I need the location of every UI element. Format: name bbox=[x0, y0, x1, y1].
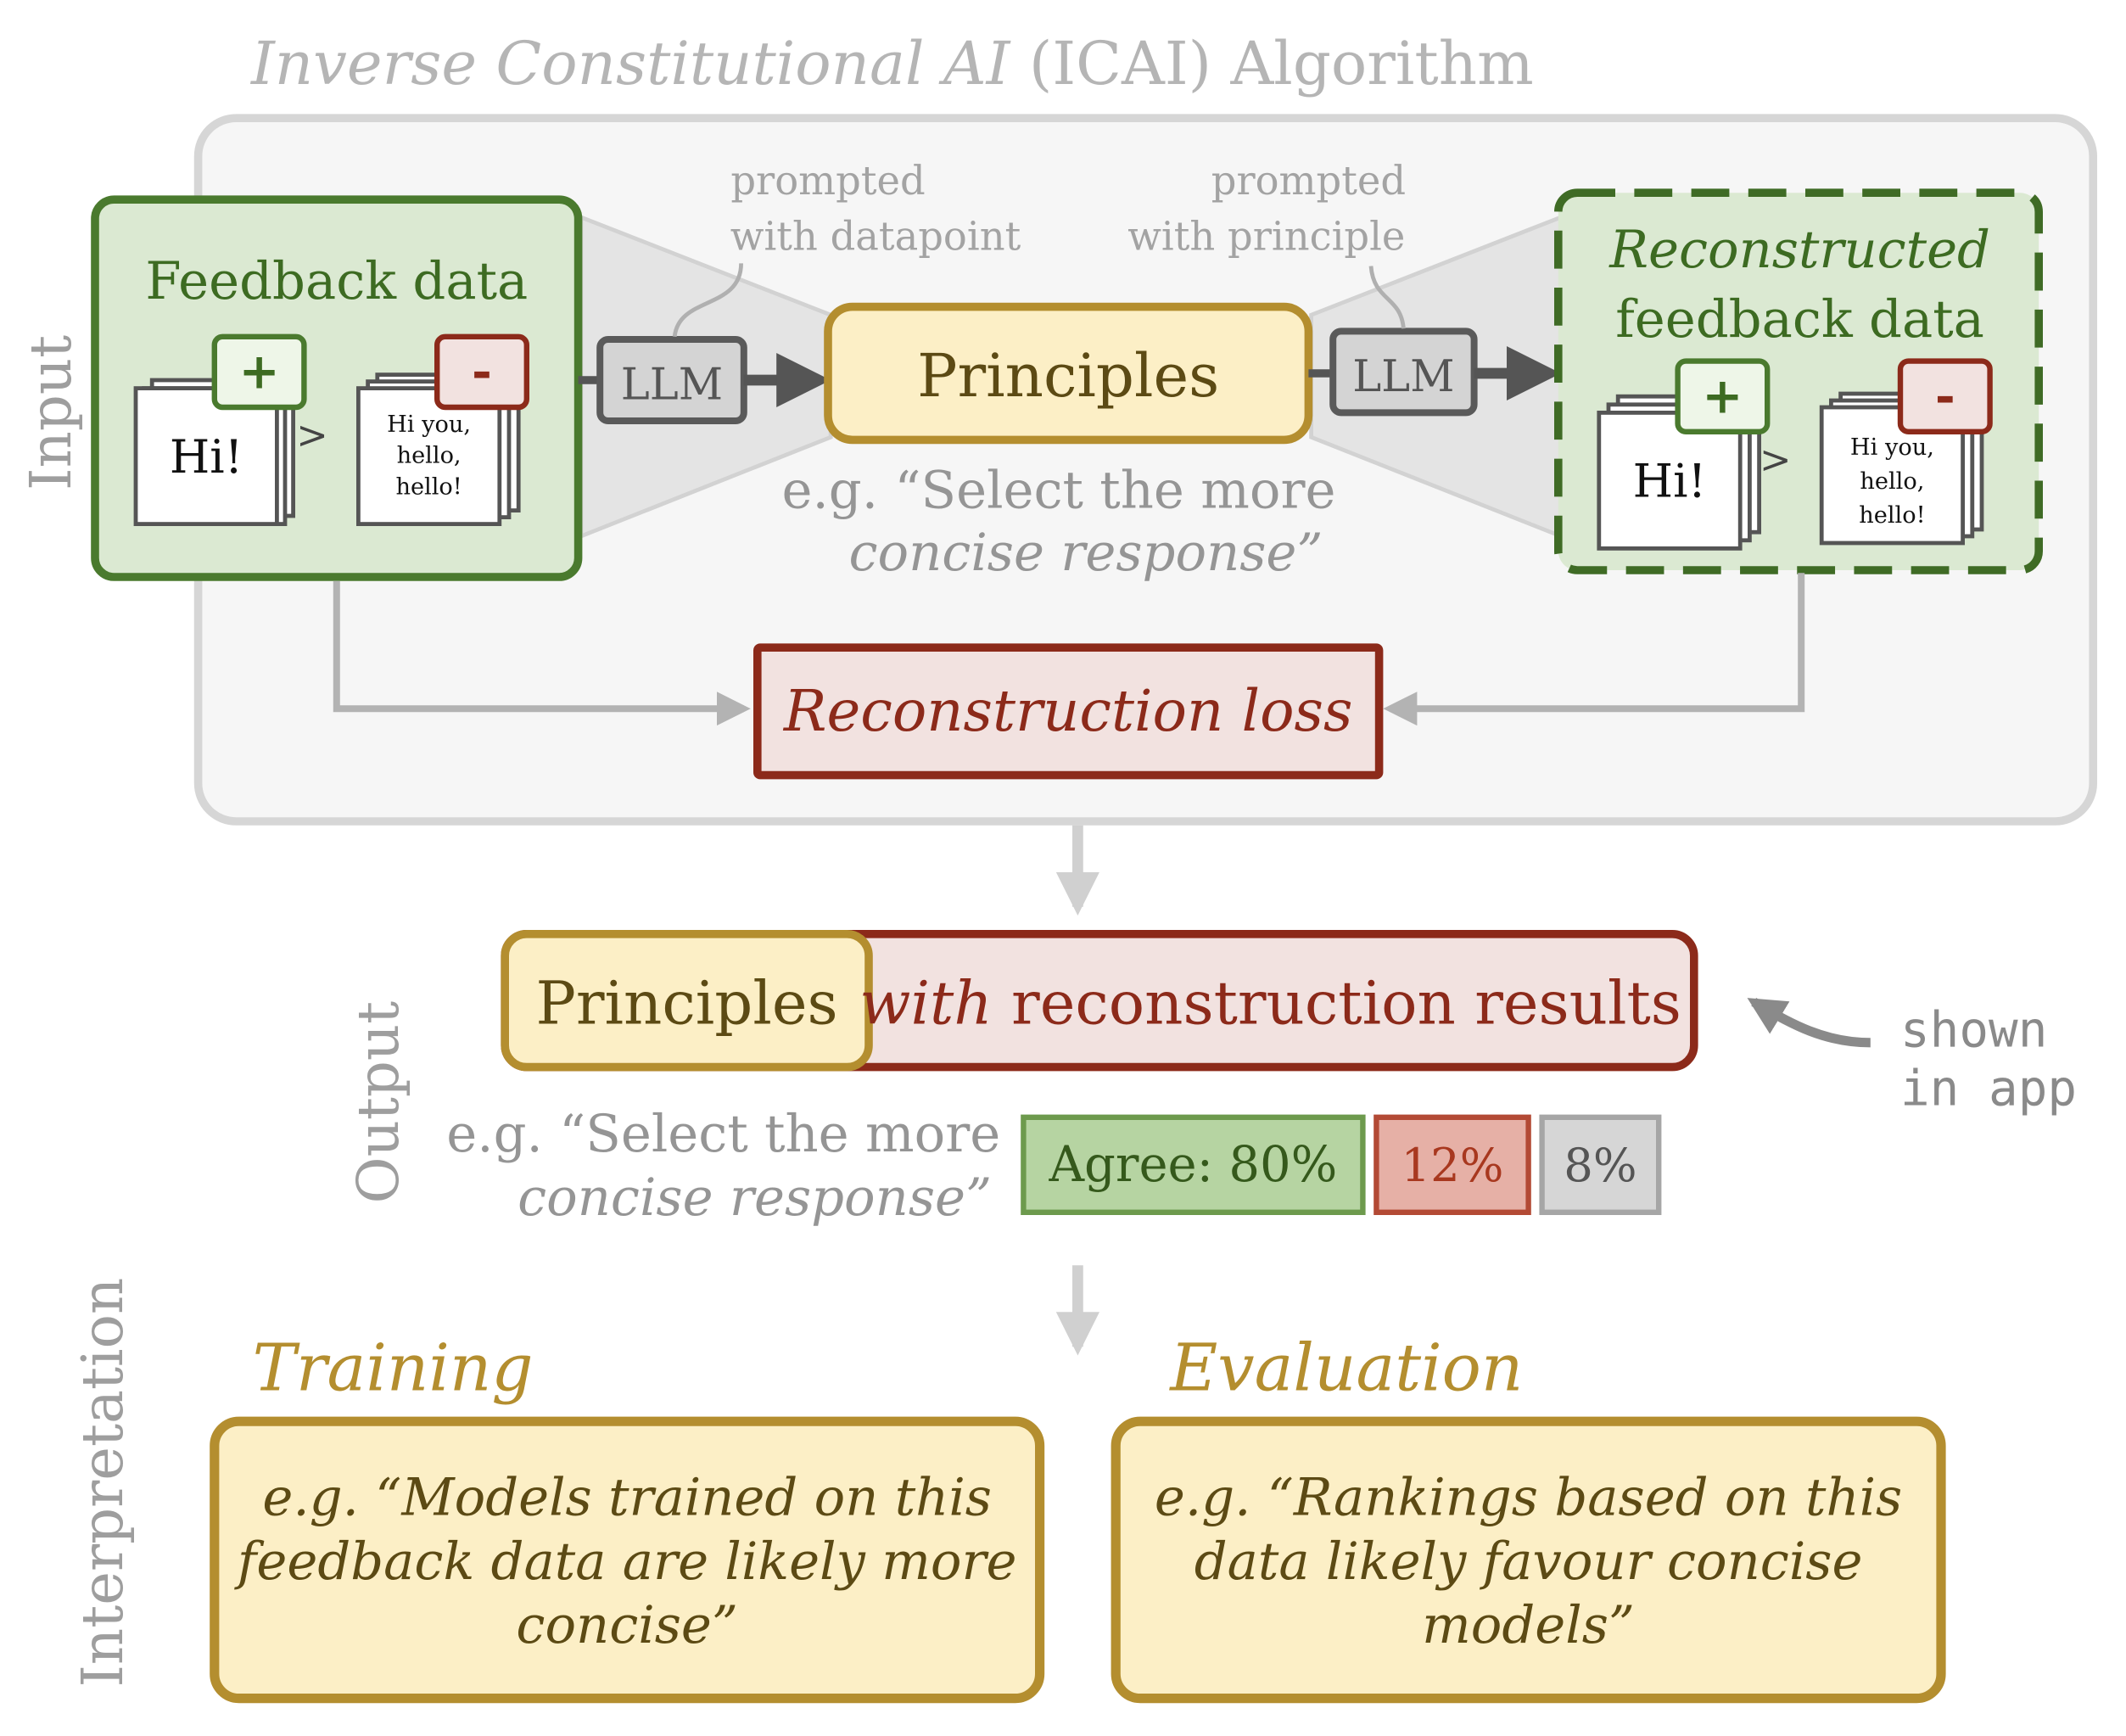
llm-label-2: LLM bbox=[1352, 351, 1454, 402]
reconstructed-plus-badge: + bbox=[1675, 358, 1771, 435]
output-example-line-1: e.g. “Select the more bbox=[446, 1105, 1000, 1164]
diagram-title: Inverse Constitutional AI (ICAI) Algorit… bbox=[249, 29, 1534, 98]
evaluation-line-3: models” bbox=[1422, 1596, 1635, 1655]
reconstructed-rejected-line-2: hello, bbox=[1860, 468, 1924, 495]
output-principles-label: Principles bbox=[536, 968, 838, 1038]
output-results-label: with reconstruction results bbox=[859, 968, 1681, 1038]
rejected-line-2: hello, bbox=[397, 443, 462, 469]
training-line-2: feedback data are likely more bbox=[234, 1532, 1017, 1592]
shown-in-app-arrow bbox=[1747, 998, 1871, 1048]
principles-example-line-2: concise response” bbox=[849, 524, 1323, 583]
plus-badge: + bbox=[211, 333, 307, 411]
evaluation-box: e.g. “Rankings based on this data likely… bbox=[1111, 1416, 1946, 1704]
reconstructed-chosen-card: Hi! bbox=[1597, 394, 1762, 551]
llm-label-1: LLM bbox=[621, 359, 723, 410]
evaluation-line-2: data likely favour concise bbox=[1194, 1532, 1863, 1592]
svg-text:-: - bbox=[1935, 367, 1955, 424]
evaluation-heading: Evaluation bbox=[1168, 1330, 1523, 1406]
training-line-1: e.g. “Models trained on this bbox=[262, 1469, 992, 1528]
training-line-3: concise” bbox=[516, 1596, 738, 1655]
reconstructed-rejected-line-1: Hi you, bbox=[1850, 434, 1934, 461]
reconstruction-loss-label: Reconstruction loss bbox=[782, 678, 1353, 744]
llm-box-2: LLM bbox=[1329, 328, 1478, 417]
prompt-curl-left bbox=[672, 263, 744, 338]
disagree-bar: 12% bbox=[1374, 1114, 1531, 1216]
shown-in-app-line-2: in app bbox=[1900, 1060, 2077, 1117]
training-box: e.g. “Models trained on this feedback da… bbox=[210, 1416, 1045, 1704]
agree-label: Agree: 80% bbox=[1048, 1136, 1337, 1193]
prompt-note-left-1: prompted bbox=[730, 158, 925, 204]
shown-in-app-line-1: shown bbox=[1900, 1002, 2047, 1059]
minus-badge: - bbox=[434, 333, 530, 411]
output-principles-box bbox=[501, 930, 873, 1072]
principles-box: Principles bbox=[824, 302, 1313, 445]
principles-example-line-1: e.g. “Select the more bbox=[781, 461, 1335, 520]
reconstructed-rejected-line-3: hello! bbox=[1859, 502, 1925, 529]
principles-label: Principles bbox=[917, 341, 1219, 411]
other-bar: 8% bbox=[1539, 1114, 1662, 1216]
output-label: Output bbox=[345, 1001, 411, 1204]
prompt-note-right-1: prompted bbox=[1211, 158, 1406, 204]
chosen-text: Hi! bbox=[170, 430, 243, 484]
feedback-data-title: Feedback data bbox=[145, 252, 528, 311]
reconstructed-title-1: Reconstructed bbox=[1608, 221, 1990, 280]
evaluation-line-1: e.g. “Rankings based on this bbox=[1155, 1469, 1902, 1528]
rejected-line-3: hello! bbox=[395, 473, 462, 500]
reconstructed-comparator: > bbox=[1760, 437, 1792, 482]
svg-text:+: + bbox=[1702, 367, 1743, 424]
comparator: > bbox=[296, 412, 328, 457]
reconstructed-chosen-text: Hi! bbox=[1633, 455, 1707, 508]
output-example-line-2: concise response” bbox=[518, 1168, 992, 1228]
input-label: Input bbox=[18, 335, 84, 490]
output-results-box: Principles with reconstruction results bbox=[501, 930, 1698, 1072]
prompt-note-right-2: with principle bbox=[1127, 213, 1405, 259]
feedback-data-box: Feedback data Hi! > Hi you, hello, hello… bbox=[91, 195, 583, 581]
rejected-line-1: Hi you, bbox=[387, 412, 471, 438]
other-label: 8% bbox=[1564, 1139, 1636, 1192]
svg-text:+: + bbox=[238, 343, 279, 400]
arrow-reconstructed-to-loss bbox=[1383, 573, 1805, 726]
prompt-curl-right bbox=[1368, 266, 1406, 329]
reconstructed-feedback-box: Reconstructed feedback data Hi! > Hi you… bbox=[1554, 188, 2044, 574]
prompt-note-left-2: with datapoint bbox=[730, 213, 1021, 259]
llm-box-1: LLM bbox=[596, 336, 747, 425]
reconstructed-title-2: feedback data bbox=[1615, 290, 1984, 350]
reconstruction-loss-box: Reconstruction loss bbox=[753, 643, 1384, 780]
interpretation-label: Interpretation bbox=[70, 1278, 136, 1688]
agree-bar: Agree: 80% bbox=[1021, 1114, 1366, 1216]
arrow-feedback-to-loss bbox=[333, 580, 751, 726]
reconstructed-minus-badge: - bbox=[1897, 358, 1993, 435]
training-heading: Training bbox=[253, 1330, 534, 1406]
disagree-label: 12% bbox=[1401, 1139, 1504, 1192]
svg-text:-: - bbox=[472, 343, 492, 400]
